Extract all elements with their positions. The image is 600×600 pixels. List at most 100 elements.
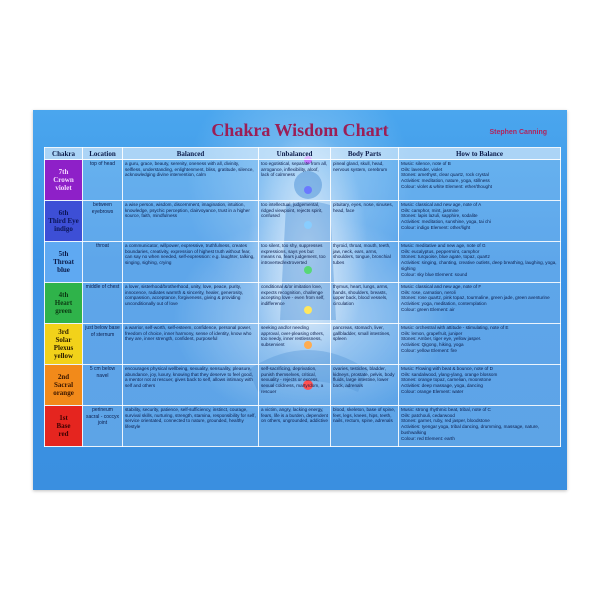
balance-line: Oils: eucalyptus, peppermint, camphor	[401, 248, 480, 254]
chakra-name-line: 1st	[59, 414, 68, 422]
location-cell: throat	[82, 241, 123, 283]
balanced-cell: a warrior, self-worth, self-esteem, conf…	[122, 323, 259, 365]
chakra-name-line: Throat	[53, 258, 74, 266]
balance-line: Stones: orange topaz, carnelian, moonsto…	[401, 377, 492, 383]
balance-line: Activities: singing, chanting, creative …	[401, 260, 557, 271]
chakra-table: Chakra Location Balanced Unbalanced Body…	[44, 147, 561, 447]
body-parts-cell: blood, skeleton, base of spine, feet, le…	[330, 405, 399, 447]
balance-line: Activities: deep massage, yoga, dancing	[401, 383, 483, 389]
balance-line: Music: classical and new age, note of A	[401, 202, 482, 207]
balanced-cell: a wise person, wisdom, discernment, imag…	[122, 200, 259, 242]
unbalanced-cell: too intellectual, judgemental, ridged vi…	[258, 200, 331, 242]
chakra-name-line: red	[58, 430, 69, 438]
balance-line: Colour: green Element: air	[401, 306, 455, 312]
location-cell: middle of chest	[82, 282, 123, 324]
balance-line: Activities: yoga, meditation, contemplat…	[401, 301, 487, 307]
balanced-cell: a communicator, willpower, expressive, t…	[122, 241, 259, 283]
body-parts-cell: thymus, heart, lungs, arms, hands, shoul…	[330, 282, 399, 324]
table-header-row: Chakra Location Balanced Unbalanced Body…	[44, 147, 561, 160]
balance-line: Music: meditative and new age, note of G	[401, 243, 486, 248]
how-to-balance-cell: Music: Flowing with beat & bounce, note …	[398, 364, 561, 406]
balance-line: Oils: lavender, violet	[401, 166, 443, 172]
balance-line: Activities: Qigong, hiking, yoga	[401, 342, 464, 348]
body-parts-cell: pineal gland, skull, head, nervous syste…	[330, 159, 399, 201]
chakra-name-line: green	[55, 307, 72, 315]
balanced-cell: stability, security, patience, self-suff…	[122, 405, 259, 447]
header-location: Location	[82, 147, 123, 160]
balance-line: Colour: red Element: earth	[401, 435, 455, 441]
balance-line: Colour: violet & white Element: ether/th…	[401, 183, 492, 189]
balance-line: Oils: sandalwood, ylang-ylang, orange bl…	[401, 371, 498, 377]
location-cell: just below base of sternum	[82, 323, 123, 365]
balance-line: Stones: lapis lazuli, sapphire, sodalite	[401, 213, 478, 219]
chakra-name-line: 3rd	[58, 328, 69, 336]
chakra-name-line: Solar	[55, 336, 72, 344]
chakra-name-line: 4th	[58, 291, 69, 299]
chakra-name-line: Sacral	[53, 381, 74, 389]
chakra-name-line: 2nd	[57, 373, 70, 381]
balance-line: Stones: Amber, tiger eye, yellow jasper.	[401, 336, 482, 342]
location-cell: top of head	[82, 159, 123, 201]
body-parts-cell: pituitary, eyes, nose, sinuses, head, fa…	[330, 200, 399, 242]
balance-line: Music: classical and new age, note of F	[401, 284, 482, 289]
how-to-balance-cell: Music: strong rhythmic beat, tribal, not…	[398, 405, 561, 447]
chakra-name-line: 5th	[58, 250, 69, 258]
chakra-name-line: orange	[53, 389, 74, 397]
balanced-cell: a guru, grace, beauty, serenity, oneness…	[122, 159, 259, 201]
header-how-to-balance: How to Balance	[398, 147, 561, 160]
balance-line: Colour: sky blue Element: sound	[401, 271, 468, 277]
how-to-balance-cell: Music: meditative and new age, note of G…	[398, 241, 561, 283]
unbalanced-cell: self-sacrificing, deprivation, punish th…	[258, 364, 331, 406]
balance-line: Oils: rose, carnation, neroli	[401, 289, 456, 295]
balanced-cell: a lover, sisterhood/brotherhood, unity, …	[122, 282, 259, 324]
unbalanced-cell: too egotistical, separate from all, arro…	[258, 159, 331, 201]
balance-line: Oils: patchouli, cedarwood	[401, 412, 455, 418]
balance-line: Stones: turquoise, blue agate, topaz, qu…	[401, 254, 490, 260]
balance-line: Activities: meditation, nature, yoga, st…	[401, 178, 490, 184]
chakra-poster: Chakra Wisdom Chart Stephen Canning Chak…	[33, 110, 567, 490]
body-parts-cell: thyroid, throat, mouth, teeth, jaw, neck…	[330, 241, 399, 283]
balanced-cell: encourages physical wellbeing, sexuality…	[122, 364, 259, 406]
unbalanced-cell: a victim, angry, lacking energy, fears, …	[258, 405, 331, 447]
chakra-name-line: yellow	[53, 352, 74, 360]
chakra-name-line: Base	[56, 422, 71, 430]
unbalanced-cell: conditional &/or imitation love, expects…	[258, 282, 331, 324]
chakra-name-line: Heart	[54, 299, 73, 307]
chart-title: Chakra Wisdom Chart	[211, 120, 389, 140]
body-parts-cell: ovaries, testicles, bladder, kidneys, pr…	[330, 364, 399, 406]
balance-line: Oils: lemon, grapefruit, juniper	[401, 330, 463, 336]
chakra-name-line: indigo	[54, 225, 73, 233]
balance-line: Colour: yellow Element: fire	[401, 347, 457, 353]
header-chakra: Chakra	[44, 147, 83, 160]
header-unbalanced: Unbalanced	[258, 147, 331, 160]
body-parts-cell: pancreas, stomach, liver, gallbladder, s…	[330, 323, 399, 365]
balance-line: Stones: rose quartz, pink topaz, tourmal…	[401, 295, 550, 301]
balance-line: Music: orchestral with attitude - stimul…	[401, 325, 509, 330]
header-balanced: Balanced	[122, 147, 259, 160]
how-to-balance-cell: Music: orchestral with attitude - stimul…	[398, 323, 561, 365]
balance-line: Activities: Iyengar yoga, tribal dancing…	[401, 424, 540, 435]
balance-line: Colour: indigo Element: other/light	[401, 224, 471, 230]
chakra-name-line: Plexus	[53, 344, 74, 352]
balance-line: Stones: garnet, ruby, red jasper, bloods…	[401, 418, 490, 424]
chakra-name-line: Third Eye	[48, 217, 79, 225]
balance-line: Music: silence, note of B	[401, 161, 451, 166]
unbalanced-cell: seeking and/or needing approval, over-pl…	[258, 323, 331, 365]
balance-line: Activities: meditation, sunshine, yoga, …	[401, 219, 491, 225]
header-body-parts: Body Parts	[330, 147, 399, 160]
